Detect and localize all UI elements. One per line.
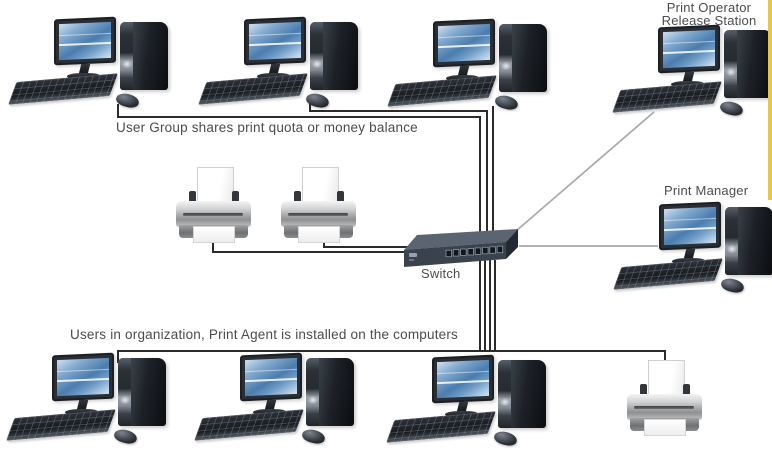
network-switch: [400, 226, 522, 274]
tower-badge: [120, 396, 130, 404]
monitor-screen: [663, 29, 715, 69]
tower-icon: [724, 30, 772, 98]
printer-slot: [183, 213, 243, 216]
monitor-screen: [664, 206, 716, 246]
workstation-bottom-1: [6, 352, 168, 446]
print-manager-label: Print Manager: [664, 183, 749, 198]
printer-paper-guide-left: [640, 384, 647, 397]
tower-icon: [725, 207, 772, 275]
printer-paper-guide-left: [294, 191, 301, 204]
mouse-icon: [304, 91, 331, 110]
tower-badge: [122, 60, 132, 68]
printer-output-sheet: [298, 226, 340, 243]
tower-badge: [726, 68, 736, 76]
keyboard-icon: [198, 73, 308, 105]
print-manager-station: [613, 201, 772, 295]
workstation-bottom-2: [194, 352, 356, 446]
monitor-screen: [57, 357, 109, 397]
tower-badge: [500, 398, 510, 406]
tower-badge: [727, 245, 737, 253]
yellow-edge-strip: [768, 0, 772, 200]
user-group-label: User Group shares print quota or money b…: [116, 120, 418, 135]
printer-output-sheet: [644, 419, 686, 436]
printer-paper-guide-left: [189, 191, 196, 204]
print-operator-label-line1: Print Operator: [666, 0, 752, 15]
mouse-icon: [718, 99, 745, 118]
mouse-icon: [114, 91, 141, 110]
keyboard-icon: [612, 81, 722, 113]
mouse-icon: [719, 276, 746, 295]
printer-paper-guide-right: [337, 191, 344, 204]
printer-paper-guide-right: [683, 384, 690, 397]
switch-icon: [404, 229, 518, 267]
print-operator-label-line2: Release Station: [661, 13, 757, 28]
workstation-top-3: [387, 18, 549, 112]
monitor-icon: [432, 354, 494, 404]
printer-output-sheet: [193, 226, 235, 243]
tower-icon: [120, 22, 168, 90]
keyboard-icon: [613, 258, 723, 290]
tower-icon: [498, 360, 546, 428]
shared-printer-1: [176, 167, 252, 245]
workstation-top-1: [8, 16, 170, 110]
monitor-screen: [249, 21, 301, 61]
monitor-icon: [244, 16, 306, 66]
release-printer: [627, 360, 703, 438]
mouse-icon: [492, 429, 519, 448]
tower-icon: [310, 22, 358, 90]
monitor-icon: [433, 18, 495, 68]
workstation-top-2: [198, 16, 360, 110]
printer-slot: [634, 406, 694, 409]
monitor-screen: [437, 359, 489, 399]
monitor-icon: [659, 201, 721, 251]
printer-slot: [288, 213, 348, 216]
tower-icon: [306, 358, 354, 426]
keyboard-icon: [387, 75, 497, 107]
monitor-icon: [240, 352, 302, 402]
keyboard-icon: [386, 411, 496, 443]
monitor-icon: [658, 24, 720, 74]
workstation-bottom-3: [386, 354, 548, 448]
keyboard-icon: [194, 409, 304, 441]
print-operator-release-station: [612, 24, 772, 118]
monitor-icon: [52, 352, 114, 402]
tower-badge: [312, 60, 322, 68]
monitor-screen: [59, 21, 111, 61]
printer-paper-guide-right: [232, 191, 239, 204]
print-operator-label: Print Operator Release Station: [646, 1, 772, 27]
monitor-icon: [54, 16, 116, 66]
keyboard-icon: [6, 409, 116, 441]
users-org-label: Users in organization, Print Agent is in…: [70, 327, 458, 342]
shared-printer-2: [281, 167, 357, 245]
mouse-icon: [112, 427, 139, 446]
monitor-screen: [245, 357, 297, 397]
switch-label: Switch: [421, 266, 461, 281]
tower-badge: [308, 396, 318, 404]
tower-badge: [501, 62, 511, 70]
monitor-screen: [438, 23, 490, 63]
keyboard-icon: [8, 73, 118, 105]
mouse-icon: [300, 427, 327, 446]
tower-icon: [118, 358, 166, 426]
tower-icon: [499, 24, 547, 92]
mouse-icon: [493, 93, 520, 112]
